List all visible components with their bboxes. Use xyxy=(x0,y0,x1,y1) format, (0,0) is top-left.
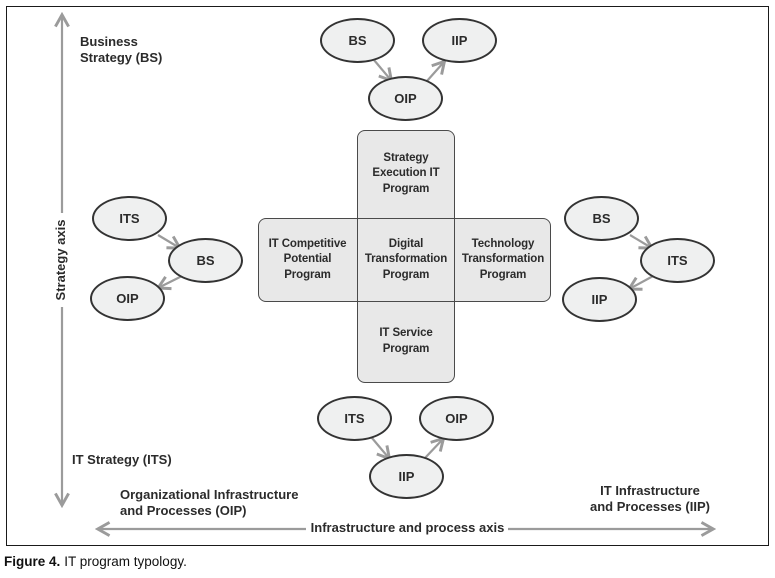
node-top-oip: OIP xyxy=(368,76,443,121)
figure-caption-number: Figure 4. xyxy=(4,554,61,569)
program-technology-transformation: Technology Transformation Program xyxy=(461,238,545,281)
program-it-competitive-potential: IT Competitive Potential Program xyxy=(268,238,347,281)
node-bottom-its: ITS xyxy=(317,396,392,441)
program-digital-transformation: Digital Transformation Program xyxy=(364,238,448,281)
node-left-its: ITS xyxy=(92,196,167,241)
figure-caption-text: IT program typology. xyxy=(64,554,187,569)
label-strategy-axis: Strategy axis xyxy=(52,219,68,301)
node-bottom-iip: IIP xyxy=(369,454,444,499)
program-horizontal-strip xyxy=(258,218,551,302)
program-it-service: IT Service Program xyxy=(379,327,433,355)
label-business-strategy: Business Strategy (BS) xyxy=(80,34,163,66)
label-organizational-infrastructure: Organizational Infrastructure and Proces… xyxy=(120,487,299,519)
node-right-iip: IIP xyxy=(562,277,637,322)
program-strategy-execution: Strategy Execution IT Program xyxy=(372,152,440,195)
program-center-cell-border xyxy=(357,218,455,302)
node-right-bs: BS xyxy=(564,196,639,241)
node-right-its: ITS xyxy=(640,238,715,283)
node-top-bs: BS xyxy=(320,18,395,63)
node-top-iip: IIP xyxy=(422,18,497,63)
label-it-strategy: IT Strategy (ITS) xyxy=(72,452,172,467)
label-infrastructure-axis: Infrastructure and process axis xyxy=(310,520,505,535)
node-left-oip: OIP xyxy=(90,276,165,321)
label-it-infrastructure: IT Infrastructure and Processes (IIP) xyxy=(590,483,710,515)
figure-caption: Figure 4.IT program typology. xyxy=(4,554,187,569)
node-left-bs: BS xyxy=(168,238,243,283)
node-bottom-oip: OIP xyxy=(419,396,494,441)
